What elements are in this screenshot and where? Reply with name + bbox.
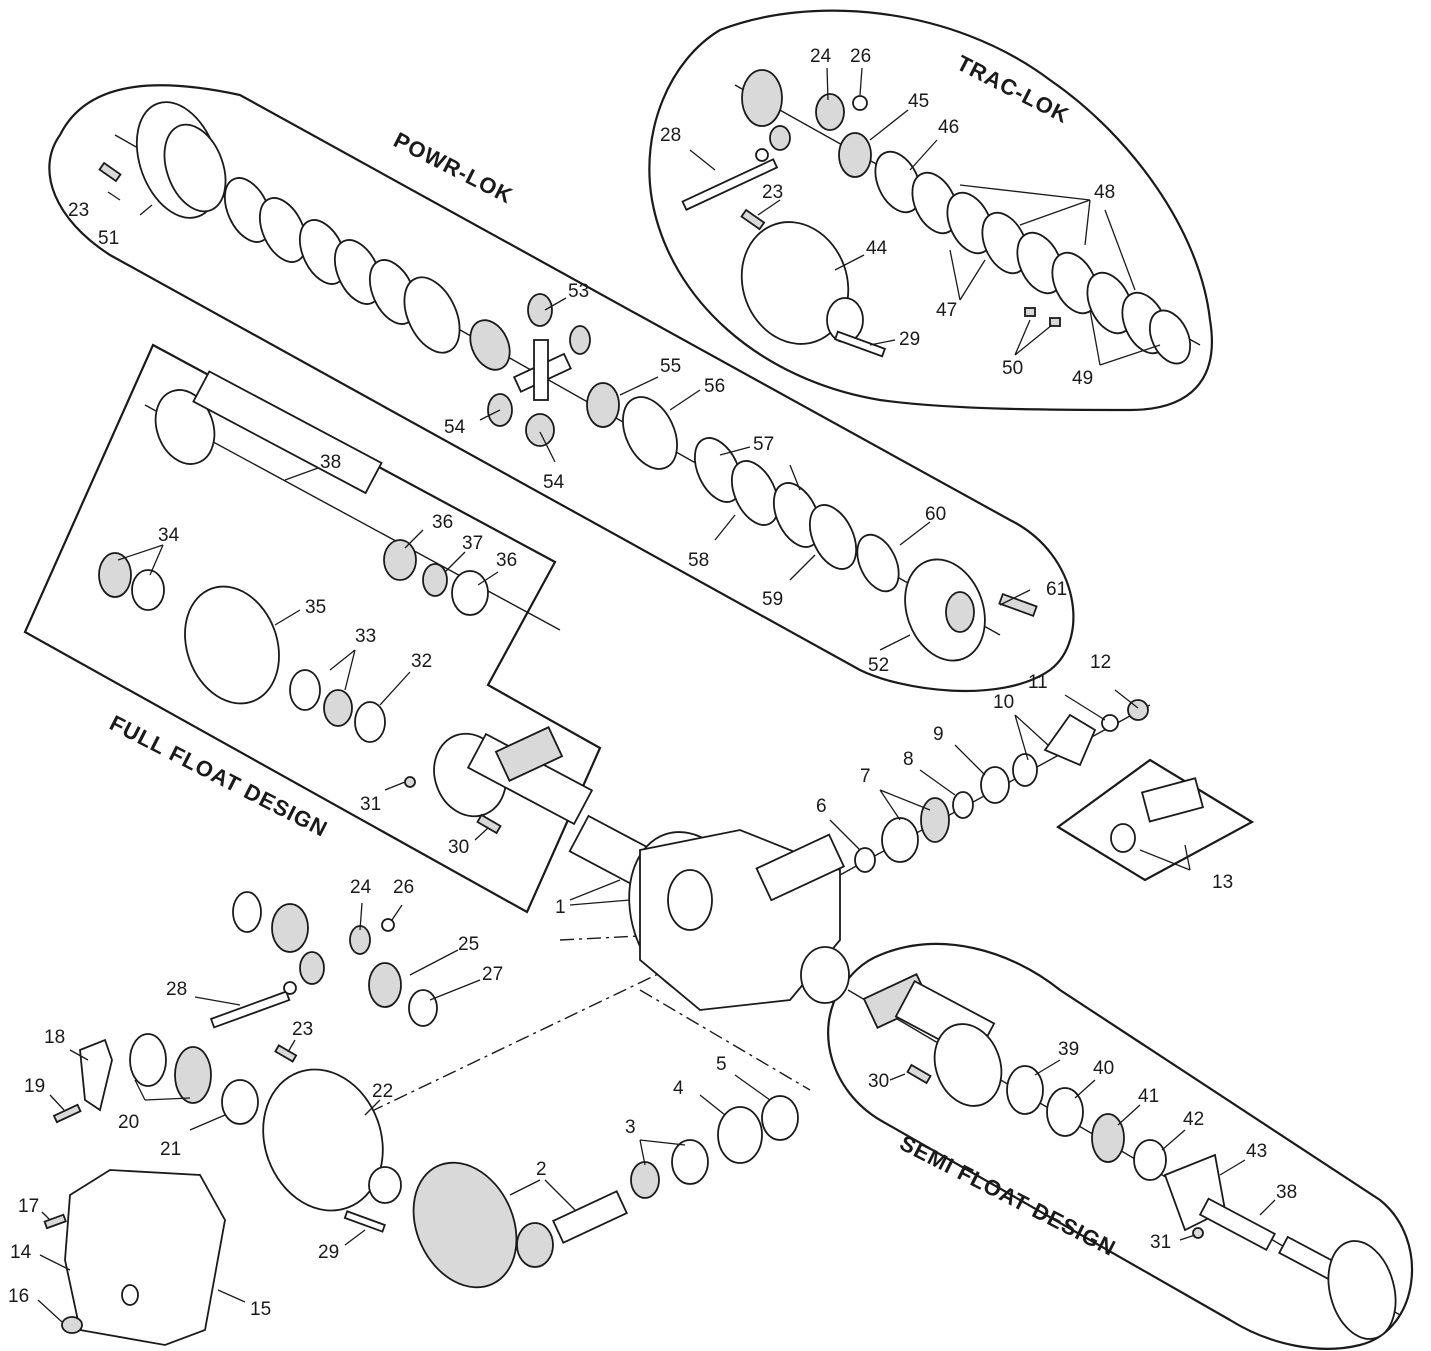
powr-lok-parts bbox=[98, 101, 1038, 662]
callout-52: 52 bbox=[868, 655, 889, 676]
powr-lok-region bbox=[48, 84, 1075, 693]
trac-lok-parts bbox=[681, 69, 1201, 365]
callout-24: 24 bbox=[350, 877, 372, 898]
pinion-yoke-parts bbox=[839, 699, 1205, 876]
callout-2: 2 bbox=[536, 1159, 547, 1180]
callout-54: 54 bbox=[444, 417, 466, 438]
callout-10: 10 bbox=[993, 692, 1014, 713]
leader-lines bbox=[37, 67, 1276, 1323]
callout-26: 26 bbox=[850, 46, 871, 67]
callout-12: 12 bbox=[1090, 652, 1111, 673]
callout-53: 53 bbox=[568, 281, 589, 302]
pinion-flange-region bbox=[1056, 758, 1255, 882]
callout-43: 43 bbox=[1246, 1141, 1267, 1162]
callout-61: 61 bbox=[1046, 579, 1067, 600]
section-title-full-float: FULL FLOAT DESIGN bbox=[106, 710, 332, 842]
callout-41: 41 bbox=[1138, 1086, 1159, 1107]
callout-15: 15 bbox=[250, 1299, 271, 1320]
callout-25: 25 bbox=[458, 934, 479, 955]
callout-23: 23 bbox=[68, 200, 89, 221]
callout-33: 33 bbox=[355, 626, 376, 647]
section-title-semi-float: SEMI FLOAT DESIGN bbox=[896, 1130, 1120, 1261]
callout-35: 35 bbox=[305, 597, 326, 618]
callout-28: 28 bbox=[166, 979, 187, 1000]
callout-40: 40 bbox=[1093, 1058, 1114, 1079]
callout-29: 29 bbox=[899, 329, 920, 350]
callout-7: 7 bbox=[860, 766, 871, 787]
section-title-powr-lok: POWR-LOK bbox=[390, 127, 517, 208]
callout-4: 4 bbox=[673, 1078, 684, 1099]
callout-38: 38 bbox=[1276, 1182, 1297, 1203]
callout-23: 23 bbox=[292, 1019, 313, 1040]
callout-45: 45 bbox=[908, 91, 929, 112]
callout-50: 50 bbox=[1002, 358, 1023, 379]
semi-float-region bbox=[827, 942, 1413, 1350]
assembly-line-pinion bbox=[639, 989, 811, 1091]
callout-49: 49 bbox=[1072, 368, 1093, 389]
section-title-trac-lok: TRAC-LOK bbox=[953, 50, 1074, 128]
callout-29: 29 bbox=[318, 1242, 339, 1263]
axle-housing bbox=[568, 814, 850, 1011]
callout-36: 36 bbox=[432, 512, 453, 533]
callout-30: 30 bbox=[868, 1071, 889, 1092]
callout-20: 20 bbox=[118, 1112, 139, 1133]
callout-3: 3 bbox=[625, 1117, 636, 1138]
trac-lok-region bbox=[648, 9, 1213, 412]
callout-44: 44 bbox=[866, 238, 888, 259]
callout-39: 39 bbox=[1058, 1039, 1079, 1060]
callout-1: 1 bbox=[555, 897, 566, 918]
callout-11: 11 bbox=[1028, 672, 1048, 693]
callout-55: 55 bbox=[660, 356, 681, 377]
callout-21: 21 bbox=[160, 1139, 181, 1160]
callout-numbers: 23 51 53 54 54 55 56 57 58 59 60 61 52 2… bbox=[8, 46, 1297, 1320]
callout-13: 13 bbox=[1212, 872, 1233, 893]
callout-23: 23 bbox=[762, 182, 783, 203]
callout-6: 6 bbox=[816, 796, 827, 817]
lower-diff-parts bbox=[43, 891, 799, 1346]
callout-8: 8 bbox=[903, 749, 914, 770]
callout-9: 9 bbox=[933, 724, 944, 745]
callout-42: 42 bbox=[1183, 1109, 1204, 1130]
callout-54: 54 bbox=[543, 472, 565, 493]
callout-34: 34 bbox=[158, 525, 180, 546]
callout-58: 58 bbox=[688, 550, 709, 571]
callout-36: 36 bbox=[496, 550, 517, 571]
callout-60: 60 bbox=[925, 504, 946, 525]
full-float-parts bbox=[98, 370, 594, 835]
semi-float-parts bbox=[847, 973, 1401, 1340]
callout-37: 37 bbox=[462, 533, 483, 554]
callout-51: 51 bbox=[98, 228, 119, 249]
callout-17: 17 bbox=[18, 1196, 39, 1217]
callout-27: 27 bbox=[482, 964, 503, 985]
callout-19: 19 bbox=[24, 1076, 45, 1097]
callout-16: 16 bbox=[8, 1286, 29, 1307]
callout-57: 57 bbox=[753, 434, 774, 455]
callout-48: 48 bbox=[1094, 182, 1115, 203]
callout-59: 59 bbox=[762, 589, 783, 610]
callout-46: 46 bbox=[938, 117, 959, 138]
callout-5: 5 bbox=[716, 1054, 727, 1075]
callout-38: 38 bbox=[320, 452, 341, 473]
callout-18: 18 bbox=[44, 1027, 65, 1048]
callout-31: 31 bbox=[1150, 1232, 1171, 1253]
full-float-region bbox=[23, 343, 602, 914]
callout-22: 22 bbox=[372, 1081, 393, 1102]
callout-28: 28 bbox=[660, 125, 681, 146]
callout-24: 24 bbox=[810, 46, 832, 67]
callout-26: 26 bbox=[393, 877, 414, 898]
callout-30: 30 bbox=[448, 837, 469, 858]
callout-14: 14 bbox=[10, 1242, 32, 1263]
callout-31: 31 bbox=[360, 794, 381, 815]
callout-47: 47 bbox=[936, 300, 957, 321]
callout-32: 32 bbox=[411, 651, 432, 672]
callout-56: 56 bbox=[704, 376, 725, 397]
